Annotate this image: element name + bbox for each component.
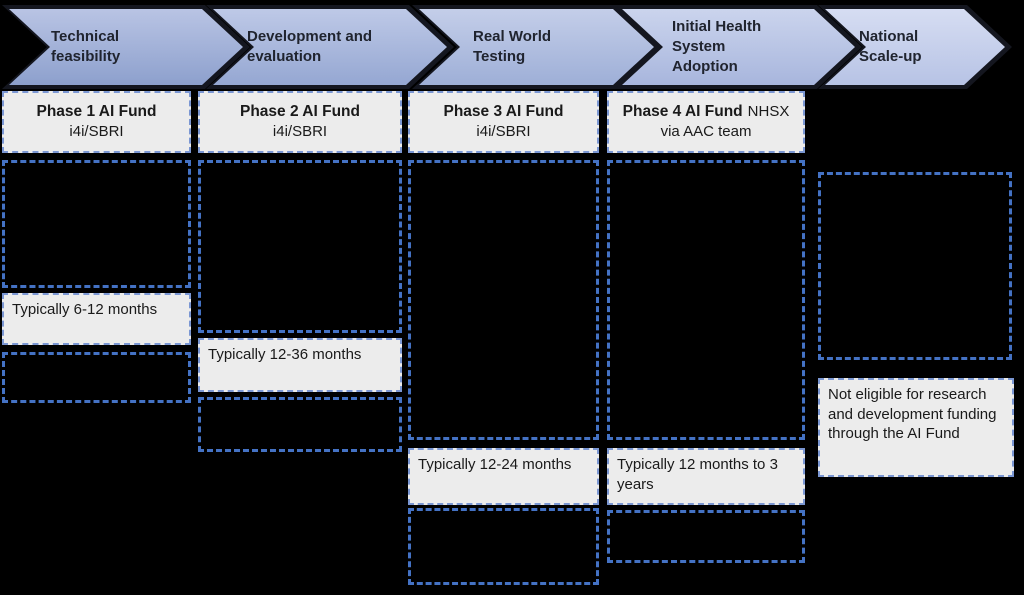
- empty-lower-box-stage-3: [408, 508, 599, 585]
- duration-box-stage-2: Typically 12-36 months: [198, 338, 402, 392]
- phase-title: Phase 4 AI Fund: [622, 103, 743, 121]
- empty-content-box-stage-5: [818, 172, 1012, 360]
- stage-label: Development and evaluation: [247, 27, 373, 65]
- stage-chevron-real-world-testing: Real World Testing: [412, 5, 661, 89]
- empty-content-box-stage-1: [2, 160, 191, 288]
- duration-box-stage-4: Typically 12 months to 3 years: [607, 448, 805, 505]
- phase-subtitle: i4i/SBRI: [476, 123, 531, 141]
- phase-1-fund-box: Phase 1 AI Fund i4i/SBRI: [2, 91, 191, 153]
- phase-subtitle: via AAC team: [660, 123, 752, 141]
- eligibility-note-box: Not eligible for research and developmen…: [818, 378, 1014, 477]
- duration-box-stage-3: Typically 12-24 months: [408, 448, 599, 505]
- phase-subtitle: i4i/SBRI: [272, 123, 328, 141]
- empty-content-box-stage-4: [607, 160, 805, 440]
- phase-3-fund-box: Phase 3 AI Fund i4i/SBRI: [408, 91, 599, 153]
- stage-label: Technical feasibility: [51, 27, 121, 65]
- empty-lower-box-stage-2: [198, 397, 402, 452]
- empty-content-box-stage-2: [198, 160, 402, 333]
- phase-title-suffix: NHSX: [747, 103, 790, 121]
- phase-subtitle: i4i/SBRI: [69, 123, 124, 141]
- stage-label: Initial Health System Adoption: [672, 17, 762, 76]
- phase-title: Phase 3 AI Fund: [443, 103, 564, 121]
- stage-chevron-national-scale-up: National Scale-up: [818, 5, 1012, 89]
- empty-lower-box-stage-4: [607, 510, 805, 563]
- stage-label: Real World Testing: [473, 27, 552, 65]
- stage-label: National Scale-up: [859, 27, 922, 65]
- phase-2-fund-box: Phase 2 AI Fund i4i/SBRI: [198, 91, 402, 153]
- empty-content-box-stage-3: [408, 160, 599, 440]
- chevron-arrow-icon: National Scale-up: [825, 9, 1005, 85]
- stage-chevron-development-evaluation: Development and evaluation: [206, 5, 454, 89]
- empty-lower-box-stage-1: [2, 352, 191, 403]
- duration-box-stage-1: Typically 6-12 months: [2, 293, 191, 345]
- phase-title: Phase 2 AI Fund: [239, 103, 360, 121]
- stage-chevron-technical-feasibility: Technical feasibility: [2, 5, 250, 89]
- stage-chevron-initial-health-system-adoption: Initial Health System Adoption: [615, 5, 862, 89]
- phase-title: Phase 1 AI Fund: [36, 103, 157, 121]
- chevron-arrow-icon: Real World Testing: [419, 9, 654, 85]
